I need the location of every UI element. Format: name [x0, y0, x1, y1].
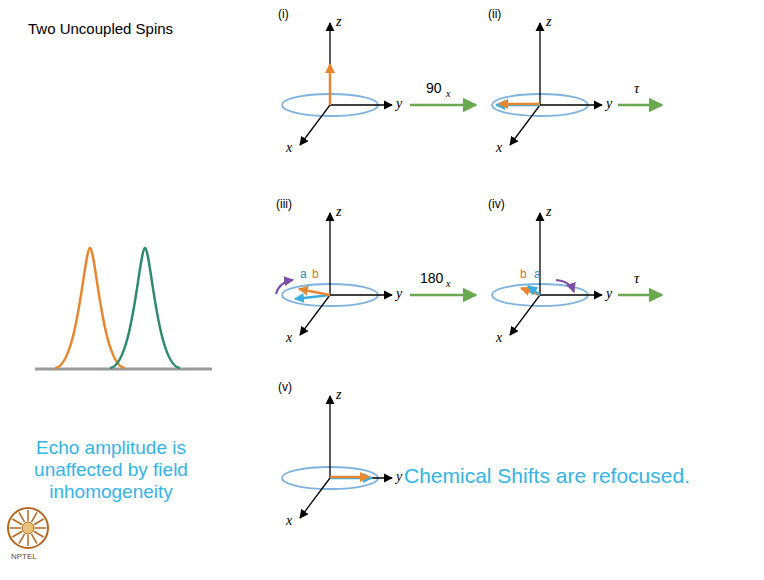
spin-label: b: [312, 268, 319, 282]
spectrum: [35, 248, 212, 369]
panel-number: (iii): [276, 198, 292, 212]
logo-spoke: [27, 535, 29, 546]
spin-label: a: [534, 268, 541, 282]
axis-label: z: [336, 204, 341, 220]
logo-spoke: [27, 510, 29, 521]
axis-label: x: [286, 513, 292, 529]
pulse-angle: 180: [420, 270, 443, 286]
slide-title: Two Uncoupled Spins: [28, 20, 173, 37]
logo-spoke: [32, 534, 38, 544]
delay-label: τ: [634, 270, 639, 287]
logo-spoke: [19, 512, 25, 522]
axis-label: x: [286, 330, 292, 346]
axis-label: z: [336, 14, 341, 30]
axis-label: x: [496, 330, 502, 346]
spin-label: b: [520, 268, 527, 282]
axis-label: y: [396, 286, 402, 302]
z-axis: [539, 23, 540, 105]
axis-label: y: [396, 469, 402, 485]
pulse-axis: x: [446, 278, 450, 290]
axis-frames: [282, 23, 602, 518]
note-text: Echo amplitude is unaffected by field in…: [22, 437, 200, 503]
x-axis: [300, 478, 330, 518]
z-axis: [539, 213, 540, 295]
z-axis: [329, 23, 330, 105]
pulse-angle: 90: [426, 80, 442, 96]
logo-spoke: [34, 519, 44, 525]
x-axis: [300, 105, 330, 145]
x-axis: [510, 295, 540, 335]
magnetization-vectors: [276, 64, 574, 478]
y-axis: [540, 294, 602, 295]
logo-spoke: [32, 512, 38, 522]
spin-label: a: [300, 268, 307, 282]
panel-number: (v): [278, 381, 292, 395]
panel-number: (iv): [488, 198, 505, 212]
y-axis: [330, 477, 392, 478]
axis-label: x: [496, 140, 502, 156]
axis-label: x: [286, 140, 292, 156]
panel-number: (ii): [488, 8, 501, 22]
delay-label: τ: [634, 80, 639, 97]
axis-label: z: [546, 14, 551, 30]
axis-label: z: [546, 204, 551, 220]
y-axis: [330, 294, 392, 295]
logo-text: NPTEL: [11, 552, 37, 561]
x-axis: [300, 295, 330, 335]
sequence-arrows: [410, 105, 662, 295]
pulse-axis: x: [446, 88, 450, 100]
axis-label: z: [336, 387, 341, 403]
logo-spoke: [35, 527, 46, 529]
nptel-logo: [8, 508, 48, 548]
panel-number: (i): [278, 8, 289, 22]
logo-spoke: [12, 532, 22, 538]
z-axis: [329, 213, 330, 295]
logo-spoke: [34, 532, 44, 538]
axis-label: y: [606, 96, 612, 112]
z-axis: [329, 396, 330, 478]
y-axis: [330, 104, 392, 105]
x-axis: [510, 105, 540, 145]
axis-label: y: [396, 96, 402, 112]
logo-spoke: [19, 534, 25, 544]
logo-spoke: [12, 519, 22, 525]
logo-spoke: [10, 527, 21, 529]
axis-label: y: [606, 286, 612, 302]
conclusion-text: Chemical Shifts are refocused.: [404, 464, 690, 488]
y-axis: [540, 104, 602, 105]
